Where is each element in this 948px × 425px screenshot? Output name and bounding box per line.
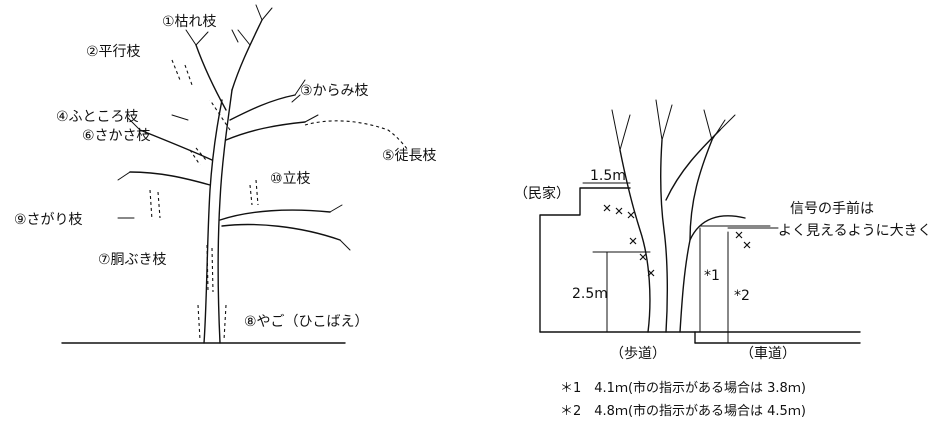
label-house: （民家） [514, 185, 570, 202]
dashed-dobuki [206, 244, 214, 293]
footnote-1: ＊1 4.1ｍ(市の指示がある場合は 3.8ｍ) [560, 380, 806, 396]
branch-left-low [129, 171, 211, 186]
left-tree-figure [61, 4, 409, 344]
label-sakasa-eda: ⑥さかさ枝 [82, 128, 151, 144]
label-sagari-eda: ⑨さがり枝 [14, 212, 83, 228]
label-signal-note-2: よく見えるように大きく [778, 223, 932, 239]
right-twigs [611, 99, 736, 151]
trunk-right-edge [217, 89, 233, 344]
dashed-sakasa [189, 147, 207, 166]
house-outline [539, 187, 631, 333]
dashed-tocho [304, 120, 409, 151]
twigs-left [117, 4, 351, 251]
dashed-yago [197, 304, 227, 341]
arrow-kare [231, 29, 239, 43]
dashed-sagari [149, 189, 161, 221]
main-leader [231, 19, 263, 91]
branch-upper-left [195, 44, 227, 111]
arrow-karami [291, 94, 301, 103]
label-star1: *1 [704, 268, 720, 284]
label-tocho-eda: ⑤徒長枝 [382, 148, 437, 164]
prune-marks [603, 204, 751, 277]
label-dim-house: 1.5m [590, 168, 626, 184]
dashed-tachi [249, 179, 259, 206]
arrow-futokoro [171, 114, 189, 121]
branch-right-low [219, 209, 331, 221]
label-sidewalk: （歩道） [610, 346, 666, 362]
label-karami-eda: ③からみ枝 [300, 83, 369, 99]
dashed-parallel [171, 59, 231, 131]
label-heiko-eda: ②平行枝 [86, 44, 141, 60]
label-tachi-eda: ⑩立枝 [270, 171, 311, 187]
label-futokoro-eda: ④ふところ枝 [56, 109, 139, 125]
trunk-left [203, 99, 223, 344]
label-roadway: （車道） [740, 345, 796, 362]
branch-right-mid [225, 121, 306, 141]
label-kare-eda: ①枯れ枝 [162, 14, 217, 30]
branch-right-low2 [221, 223, 341, 241]
right-trunk-b [659, 139, 668, 333]
label-signal-note-1: 信号の手前は [790, 200, 874, 217]
right-branch-mid [689, 139, 713, 241]
label-dim-height: 2.5m [572, 286, 608, 302]
branch-right-upper [229, 94, 296, 121]
label-star2: *2 [734, 288, 750, 304]
label-yago: ⑧やご（ひこばえ） [244, 314, 369, 330]
label-dobuki-eda: ⑦胴ぶき枝 [98, 252, 167, 268]
right-trunk-a [619, 149, 651, 333]
footnote-2: ＊2 4.8ｍ(市の指示がある場合は 4.5ｍ) [560, 403, 806, 419]
right-clearance-figure [539, 99, 861, 344]
branch-left-mid [139, 129, 213, 161]
